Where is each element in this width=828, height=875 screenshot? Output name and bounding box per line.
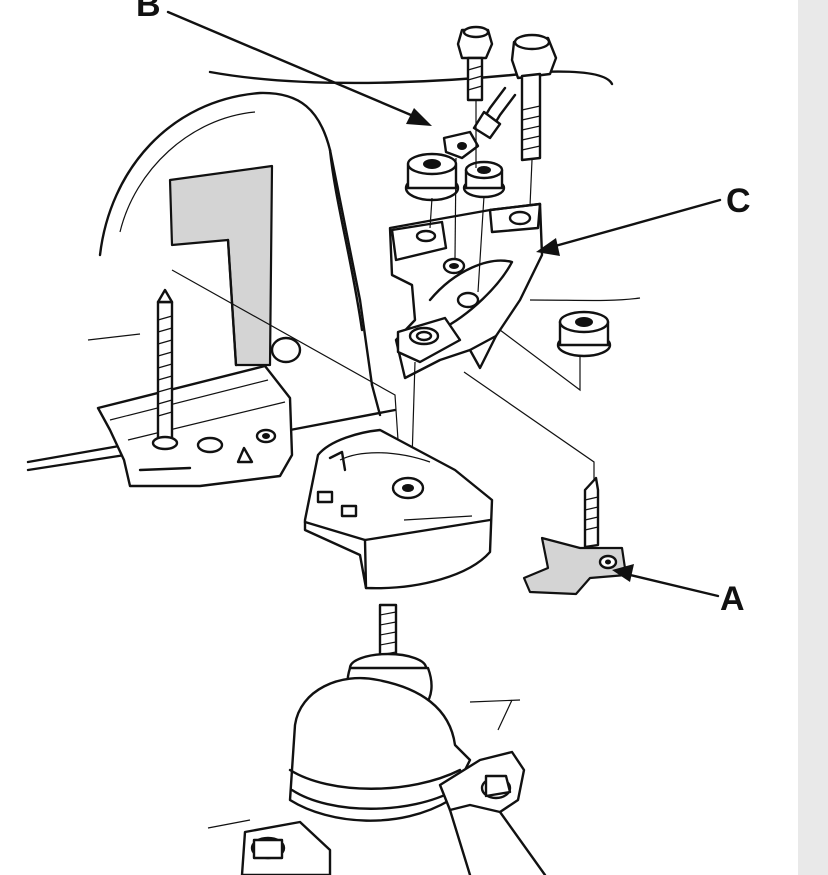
body-panel xyxy=(87,70,641,387)
frame-stud xyxy=(151,288,179,451)
callout-b: B xyxy=(136,0,161,24)
bracket-plate xyxy=(168,164,274,367)
callout-a: A xyxy=(720,580,745,618)
leader-arrow-a xyxy=(612,564,720,598)
mount-bolt-a xyxy=(583,476,600,549)
callout-c: C xyxy=(726,182,751,220)
page-edge xyxy=(798,0,828,875)
leader-arrow-b xyxy=(166,10,432,126)
bolt-right xyxy=(510,33,558,162)
frame-bracket xyxy=(96,336,302,488)
flange-nut-middle xyxy=(462,160,506,199)
flange-nut-left xyxy=(404,152,460,202)
mount-base xyxy=(303,428,494,590)
ground-cable xyxy=(442,86,517,160)
bolt-left xyxy=(456,25,494,102)
clip-a xyxy=(522,536,628,596)
mount-bracket xyxy=(388,202,544,380)
flange-nut-lower xyxy=(556,310,612,358)
frame-rail xyxy=(26,383,397,472)
alignment-lines xyxy=(171,100,595,480)
leader-arrow-c xyxy=(536,198,722,256)
engine-mount xyxy=(207,603,547,875)
